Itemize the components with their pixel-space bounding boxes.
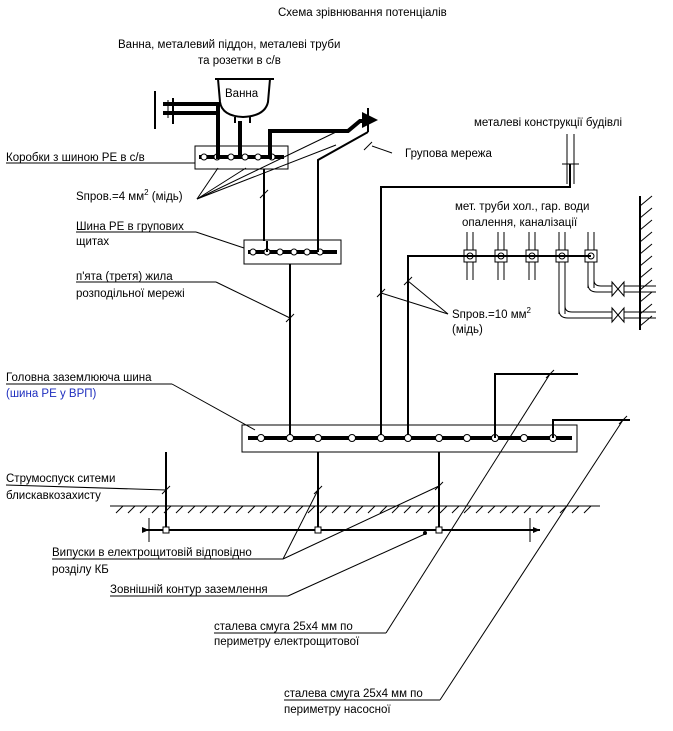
group-network-label: Групова мережа (405, 148, 492, 160)
group-pe-label-line2: щитах (76, 236, 109, 248)
strip2-label-line1: сталева смуга 25х4 мм по (284, 688, 423, 700)
wire-10mm-material: (мідь) (452, 324, 483, 336)
wire-10mm-label: Sпров.=10 мм2 (452, 306, 532, 321)
strip2-label-line2: периметру насосної (284, 704, 391, 716)
strip1-label-line1: сталева смуга 25х4 мм по (214, 621, 353, 633)
bath-caption-line1: Ванна, металевий піддон, металеві труби (118, 39, 340, 51)
structure-bond-wire (380, 164, 571, 437)
group-pe-label-line1: Шина PE в групових (76, 221, 184, 233)
ground-level (110, 505, 600, 514)
wire-4mm-leaders (196, 131, 337, 200)
metal-structures-label: металеві конструкції будівлі (474, 117, 622, 129)
lightning-label-line1: Струмоспуск ситеми (6, 473, 115, 485)
main-bus-label-line1: Головна заземлююча шина (6, 372, 152, 384)
pipes-label-line1: мет. труби хол., гар. води (455, 201, 589, 213)
wire-4mm-label: Sпров.=4 мм2 (мідь) (76, 188, 183, 203)
strip-conductor-1 (494, 373, 578, 438)
building-wall (639, 195, 653, 330)
outlets-label-line2: розділу КБ (52, 564, 109, 576)
contour-label: Зовнішній контур заземлення (110, 584, 268, 596)
bath-caption-line2: та розетки в с/в (198, 55, 281, 67)
pipes-label-line2: опалення, каналізації (462, 217, 578, 229)
group-pe-bus (243, 239, 342, 265)
pipes-with-valves (558, 279, 656, 324)
diagram-title: Схема зрівнювання потенціалів (278, 7, 447, 19)
pipes-bond-wire (407, 255, 591, 437)
strip1-label-line2: периметру електрощитової (214, 636, 360, 648)
bath-label: Ванна (225, 88, 259, 100)
external-ground-contour (142, 518, 540, 542)
wall-tap-pipes (154, 91, 220, 152)
main-grounding-bus (241, 424, 578, 453)
group-network-wire (317, 131, 369, 241)
fifth-wire-label-line2: розподільної мережі (76, 288, 185, 300)
bath-icon: Ванна (215, 78, 274, 123)
lightning-label-line2: блискавкозахисту (6, 490, 101, 502)
strip-conductor-2 (552, 419, 630, 438)
pipe-clamps (463, 232, 598, 314)
fifth-wire-label-line1: п'ята (третя) жила (76, 271, 173, 283)
outlets-label-line1: Випуски в електрощитовій відповідно (52, 547, 252, 559)
main-bus-label-line2: (шина PE у ВРП) (6, 388, 97, 400)
bathroom-boxes-label: Коробки з шиною PE в с/в (6, 152, 145, 164)
bath-drain-pipe (238, 108, 378, 152)
